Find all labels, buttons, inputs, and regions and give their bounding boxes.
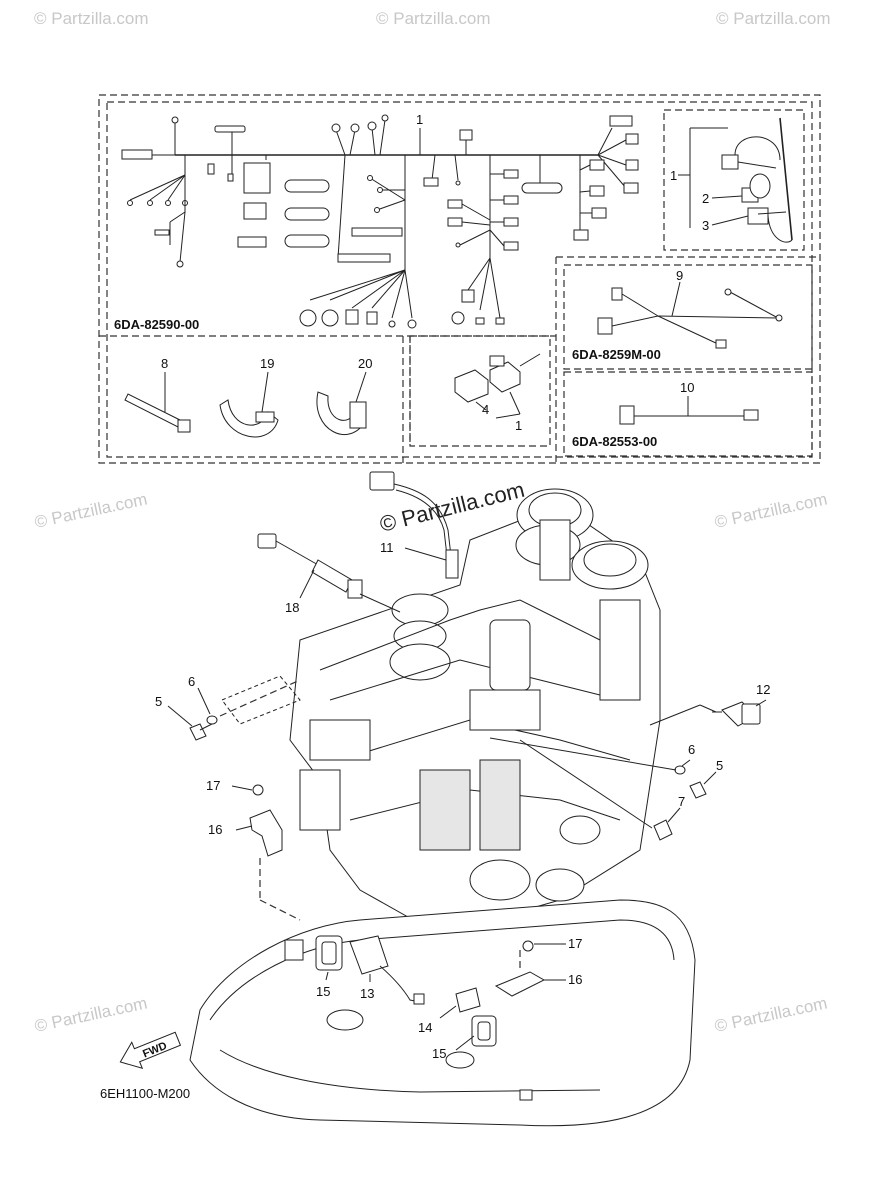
diagram-code: 6EH1100-M200 <box>100 1086 190 1101</box>
watermark-low-left: © Partzilla.com <box>33 994 149 1036</box>
watermark-top-left: © Partzilla.com <box>34 9 149 28</box>
kit-number-sub-harness-b: 6DA-82553-00 <box>572 434 657 449</box>
bracket-right <box>494 940 566 997</box>
sub-harness-9 <box>597 281 783 349</box>
fwd-label: FWD <box>141 1040 169 1061</box>
callout-16-right: 16 <box>568 972 582 987</box>
callout-5-left: 5 <box>155 694 162 709</box>
fwd-arrow: FWD <box>119 1031 182 1069</box>
watermark-low-right: © Partzilla.com <box>713 994 829 1036</box>
thermo-sensor <box>369 471 459 579</box>
kit-number-sub-harness-a: 6DA-8259M-00 <box>572 347 661 362</box>
watermark-top-right: © Partzilla.com <box>716 9 831 28</box>
callout-1-inset: 1 <box>670 168 677 183</box>
callout-12: 12 <box>756 682 770 697</box>
kit-number-main-harness: 6DA-82590-00 <box>114 317 199 332</box>
main-wire-harness <box>121 114 639 329</box>
callout-9: 9 <box>676 268 683 283</box>
callout-2-inset: 2 <box>702 191 709 206</box>
bolt-washer-left <box>167 675 301 741</box>
callout-6-right: 6 <box>688 742 695 757</box>
watermark-mid-left: © Partzilla.com <box>33 490 149 532</box>
callout-14: 14 <box>418 1020 432 1035</box>
callout-6-left: 6 <box>188 674 195 689</box>
pressure-switch <box>649 699 767 727</box>
bracket-left <box>231 784 301 921</box>
callout-17-right: 17 <box>568 936 582 951</box>
inset-sensor-harness <box>678 117 793 243</box>
callout-17-left: 17 <box>206 778 220 793</box>
holder <box>316 371 367 435</box>
watermark-top-center: © Partzilla.com <box>376 9 491 28</box>
relay <box>454 353 541 419</box>
callout-11: 11 <box>380 540 394 555</box>
knock-sensor <box>257 533 401 613</box>
grommets-and-connector <box>315 935 497 1051</box>
bolt-washer-right <box>489 737 717 799</box>
callout-1-relay: 1 <box>515 418 522 433</box>
callout-10: 10 <box>680 380 694 395</box>
clamp <box>219 371 279 438</box>
callout-4: 4 <box>482 402 489 417</box>
drop-terminals <box>127 200 188 206</box>
harness-kit-frame <box>98 94 821 464</box>
callout-15-right: 15 <box>432 1046 446 1061</box>
callout-15-left: 15 <box>316 984 330 999</box>
callout-20: 20 <box>358 356 372 371</box>
callout-5-right: 5 <box>716 758 723 773</box>
callout-7: 7 <box>678 794 685 809</box>
engine-block <box>289 488 661 936</box>
callout-18: 18 <box>285 600 299 615</box>
callout-1-main: 1 <box>416 112 423 127</box>
watermark-mid-right: © Partzilla.com <box>713 490 829 532</box>
bolt-7 <box>519 739 681 841</box>
cable-tie <box>124 372 191 433</box>
callout-8: 8 <box>161 356 168 371</box>
bottom-cowling <box>189 899 696 1127</box>
callout-19: 19 <box>260 356 274 371</box>
callout-13: 13 <box>360 986 374 1001</box>
callout-3-inset: 3 <box>702 218 709 233</box>
sub-harness-10 <box>619 396 759 425</box>
callout-16-left: 16 <box>208 822 222 837</box>
